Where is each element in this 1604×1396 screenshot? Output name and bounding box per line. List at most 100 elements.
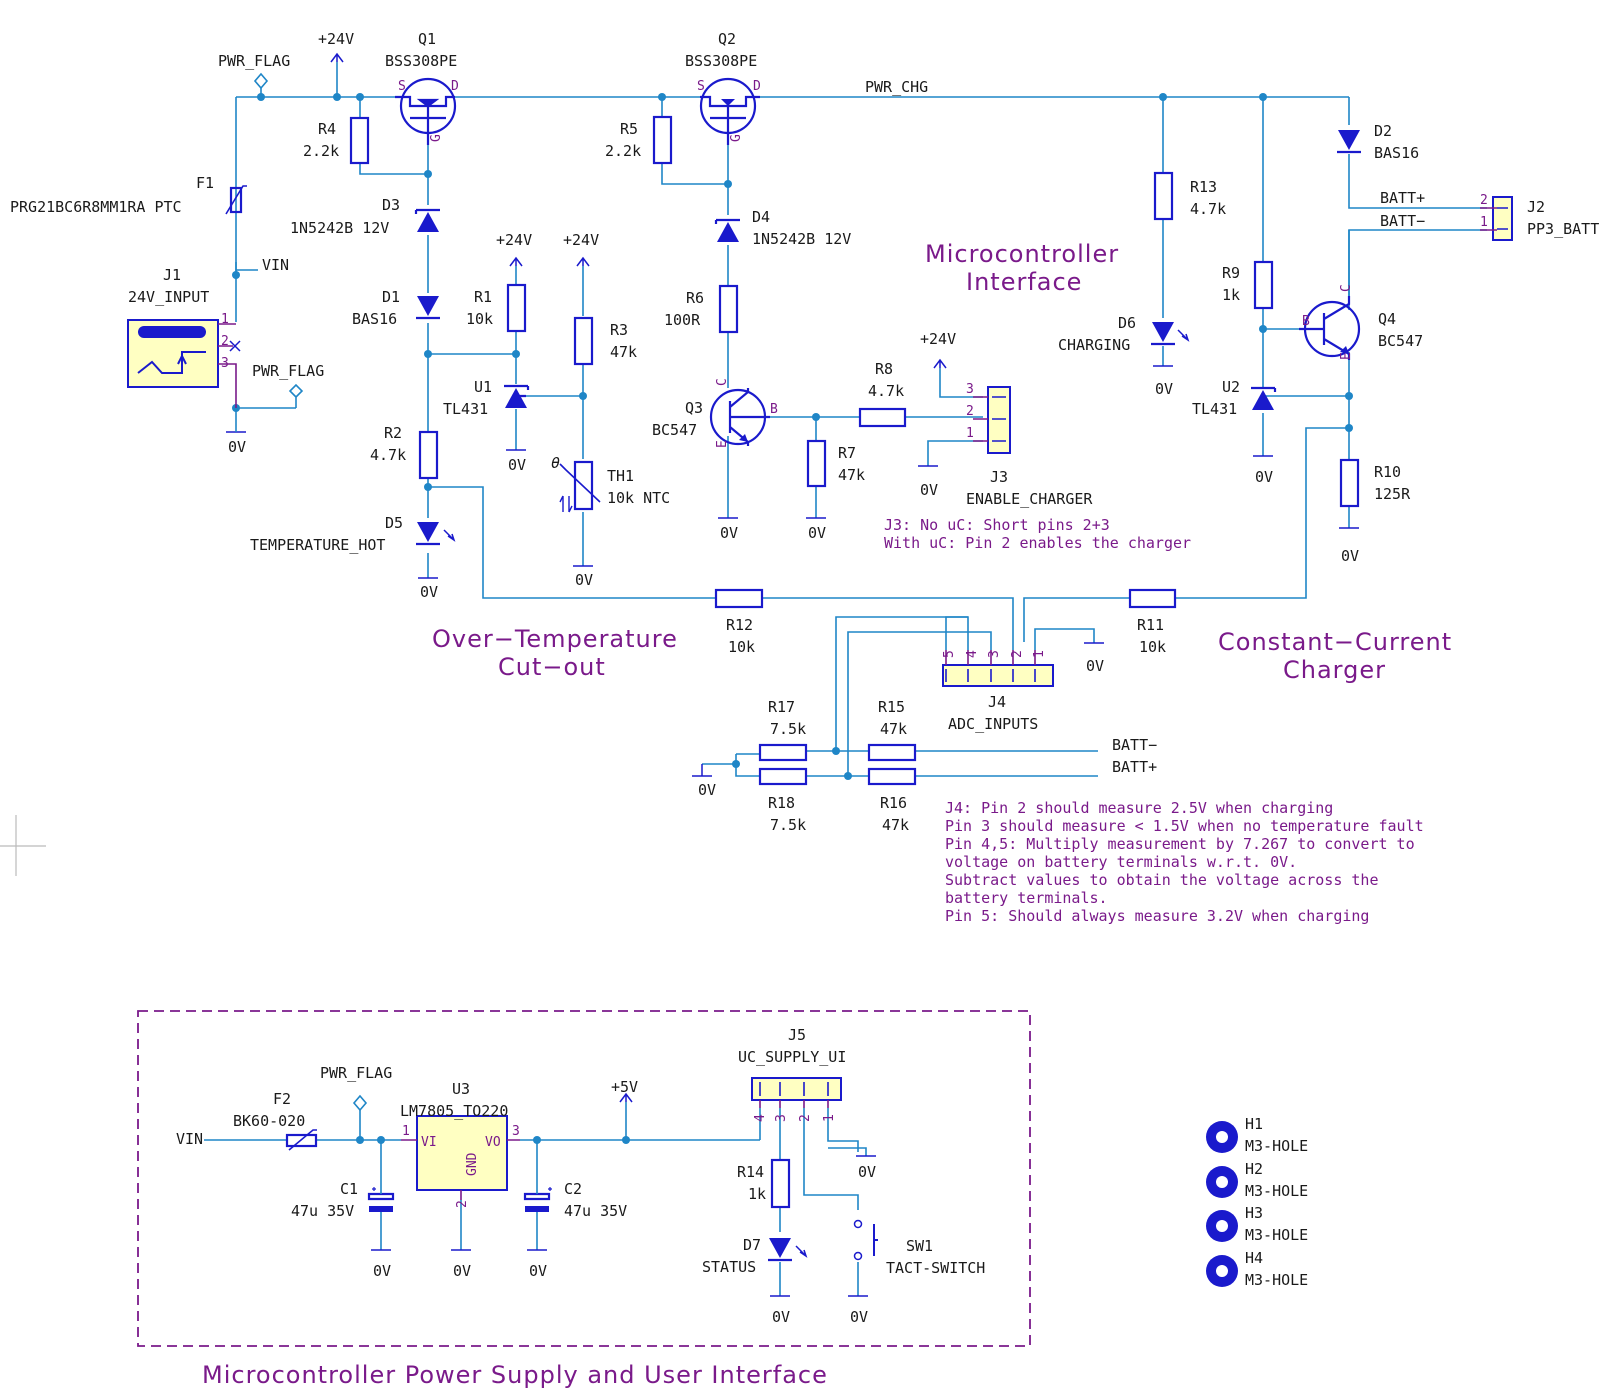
svg-text:R7: R7 bbox=[838, 444, 856, 462]
svg-text:D: D bbox=[753, 79, 761, 94]
f2-ptc-fuse: F2 BK60-020 bbox=[233, 1090, 318, 1151]
svg-text:1: 1 bbox=[1032, 650, 1047, 658]
svg-text:S: S bbox=[697, 79, 705, 94]
pwr-flag-label: PWR_FLAG bbox=[218, 52, 290, 70]
svg-text:B: B bbox=[770, 402, 778, 417]
mounting-holes: H1 M3-HOLE H2 M3-HOLE H3 M3-HOLE H4 M3-H… bbox=[1206, 1115, 1308, 1289]
section-title-micro-if: Interface bbox=[966, 268, 1082, 296]
svg-text:TL431: TL431 bbox=[443, 400, 488, 418]
svg-text:1k: 1k bbox=[748, 1185, 766, 1203]
svg-text:ENABLE_CHARGER: ENABLE_CHARGER bbox=[966, 490, 1093, 508]
j1-connector: 1 2 3 J1 24V_INPUT bbox=[127, 266, 241, 408]
svg-text:R13: R13 bbox=[1190, 178, 1217, 196]
svg-text:BAS16: BAS16 bbox=[352, 310, 397, 328]
resistors: R4 2.2k R5 2.2k R1 10k R3 47k R2 4.7k R6… bbox=[303, 115, 1411, 1209]
svg-text:4.7k: 4.7k bbox=[370, 446, 406, 464]
svg-text:4: 4 bbox=[965, 650, 980, 658]
svg-text:0V: 0V bbox=[808, 524, 826, 542]
pwr-flag-icon bbox=[253, 72, 269, 90]
psu-section-box bbox=[137, 1010, 1031, 1347]
svg-text:R11: R11 bbox=[1137, 616, 1164, 634]
ground-icon: 0V bbox=[226, 408, 246, 456]
section-title-micro-if: Microcontroller bbox=[925, 240, 1119, 268]
ground-icon: 0V bbox=[451, 1249, 471, 1280]
svg-text:M3-HOLE: M3-HOLE bbox=[1245, 1182, 1308, 1200]
pwr-flag-label: PWR_FLAG bbox=[252, 362, 324, 380]
led-icon bbox=[416, 522, 456, 546]
v24-arrow-icon bbox=[933, 358, 947, 369]
resistor-icon bbox=[1128, 588, 1177, 609]
svg-text:R8: R8 bbox=[875, 360, 893, 378]
svg-text:47u 35V: 47u 35V bbox=[291, 1202, 354, 1220]
svg-text:125R: 125R bbox=[1374, 485, 1411, 503]
resistor-icon bbox=[758, 767, 808, 786]
svg-text:0V: 0V bbox=[920, 481, 938, 499]
svg-text:1N5242B 12V: 1N5242B 12V bbox=[290, 219, 389, 237]
bjt-q3: C E B Q3 BC547 bbox=[652, 378, 778, 448]
svg-text:E: E bbox=[1339, 352, 1354, 360]
ground-icon: 0V bbox=[573, 565, 593, 589]
polarized-capacitor-icon bbox=[523, 1183, 552, 1215]
svg-text:0V: 0V bbox=[858, 1163, 876, 1181]
mosfet-q1: S D G Q1 BSS308PE bbox=[385, 30, 459, 145]
ground-icon: 0V bbox=[692, 764, 716, 799]
ground-icon: 0V bbox=[506, 449, 526, 474]
svg-text:0V: 0V bbox=[1255, 468, 1273, 486]
net-label-batt-pos: BATT+ bbox=[1112, 758, 1157, 776]
resistor-icon bbox=[867, 767, 917, 786]
thermistor-icon bbox=[573, 460, 594, 511]
svg-text:2.2k: 2.2k bbox=[605, 142, 641, 160]
mounting-hole-icon bbox=[1206, 1121, 1238, 1153]
svg-text:R15: R15 bbox=[878, 698, 905, 716]
svg-text:0V: 0V bbox=[850, 1308, 868, 1326]
v5-label: +5V bbox=[611, 1078, 638, 1096]
svg-text:D4: D4 bbox=[752, 208, 770, 226]
svg-text:0V: 0V bbox=[772, 1308, 790, 1326]
svg-text:Q3: Q3 bbox=[685, 399, 703, 417]
svg-text:47k: 47k bbox=[838, 466, 865, 484]
svg-text:TL431: TL431 bbox=[1192, 400, 1237, 418]
header-5pin-icon bbox=[942, 664, 1054, 687]
svg-text:R1: R1 bbox=[474, 288, 492, 306]
net-label-pwr-chg: PWR_CHG bbox=[865, 78, 928, 96]
j4-note: voltage on battery terminals w.r.t. 0V. bbox=[945, 853, 1297, 871]
svg-text:D5: D5 bbox=[385, 514, 403, 532]
led-icon bbox=[1151, 322, 1190, 346]
v24-arrow-icon bbox=[330, 52, 344, 63]
svg-text:BSS308PE: BSS308PE bbox=[385, 52, 457, 70]
svg-text:TH1: TH1 bbox=[607, 467, 634, 485]
ground-icon: 0V bbox=[1253, 455, 1273, 486]
svg-text:PRG21BC6R8MM1RA PTC: PRG21BC6R8MM1RA PTC bbox=[10, 198, 182, 216]
svg-text:0V: 0V bbox=[529, 1262, 547, 1280]
svg-text:1: 1 bbox=[402, 1124, 410, 1139]
section-title-over-temp: Cut−out bbox=[498, 653, 606, 681]
svg-text:2: 2 bbox=[455, 1200, 470, 1208]
v5-arrow-icon bbox=[619, 1092, 633, 1103]
svg-text:BSS308PE: BSS308PE bbox=[685, 52, 757, 70]
j5-connector: 4 3 2 1 J5 UC_SUPPLY_UI bbox=[738, 1026, 846, 1122]
zener-diode-icon bbox=[414, 208, 440, 232]
ground-icon: 0V bbox=[527, 1249, 547, 1280]
svg-text:J2: J2 bbox=[1527, 198, 1545, 216]
v24-label: +24V bbox=[563, 231, 599, 249]
resistor-icon bbox=[1339, 458, 1360, 508]
svg-text:4.7k: 4.7k bbox=[868, 382, 904, 400]
svg-text:2: 2 bbox=[1010, 650, 1025, 658]
svg-text:47k: 47k bbox=[610, 343, 637, 361]
svg-text:B: B bbox=[1302, 314, 1310, 329]
svg-text:D3: D3 bbox=[382, 196, 400, 214]
header-4pin-icon bbox=[751, 1077, 842, 1101]
j3-connector: 3 2 1 J3 ENABLE_CHARGER bbox=[966, 382, 1093, 508]
ground-icon: 0V bbox=[371, 1249, 391, 1280]
ground-icon: 0V bbox=[848, 1295, 868, 1326]
shunt-reference-icon bbox=[1251, 386, 1277, 410]
polarized-capacitor-icon bbox=[367, 1183, 395, 1215]
svg-text:R16: R16 bbox=[880, 794, 907, 812]
v24-arrow-icon bbox=[509, 256, 523, 267]
mounting-hole-icon bbox=[1206, 1166, 1238, 1198]
v24-label: +24V bbox=[920, 330, 956, 348]
j2-connector: 2 1 J2 PP3_BATT bbox=[1480, 193, 1599, 241]
junctions bbox=[232, 93, 1353, 1144]
svg-text:R4: R4 bbox=[318, 120, 336, 138]
